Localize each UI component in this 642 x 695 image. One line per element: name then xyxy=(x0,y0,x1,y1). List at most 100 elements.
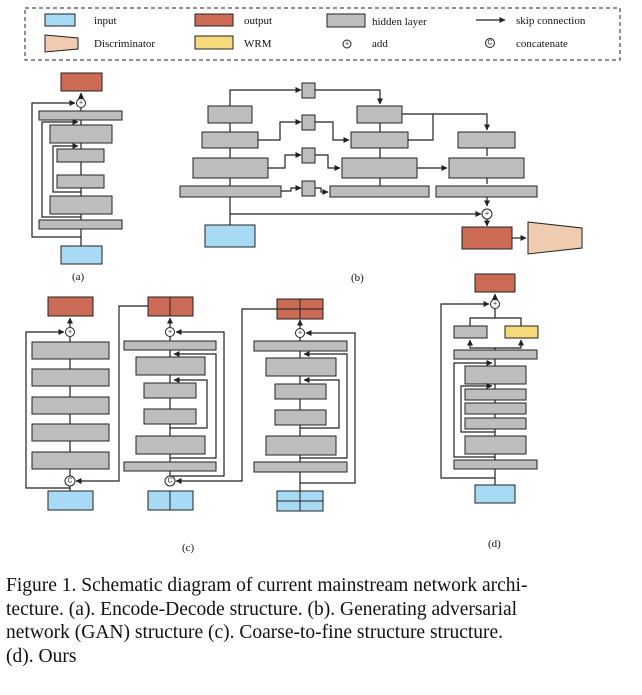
c1-hidden-2 xyxy=(31,368,110,387)
b-link-2a xyxy=(258,119,302,141)
a-hidden-2 xyxy=(49,124,113,144)
legend-hidden-label: hidden layer xyxy=(372,16,427,28)
d-add-node xyxy=(490,299,500,309)
c3-hidden-2 xyxy=(265,357,337,377)
c2-c3-link xyxy=(175,308,277,484)
c2-add-glyph: + xyxy=(168,329,172,336)
b-input-block xyxy=(204,224,256,248)
c3-hidden-6 xyxy=(253,461,348,473)
legend-output-swatch xyxy=(194,13,234,27)
panel-a-encode-decode: + (a) xyxy=(31,72,123,283)
d-hidden-branch xyxy=(453,325,488,339)
b-link-1a xyxy=(229,87,302,106)
b-dec1-3 xyxy=(341,157,418,179)
caption-line-4: (d). Ours xyxy=(6,645,77,667)
c2-hidden-5 xyxy=(135,435,206,455)
b-enc-2 xyxy=(201,131,259,149)
legend-input-label: input xyxy=(94,15,117,27)
d-hidden-4 xyxy=(464,402,527,415)
b-link-2b xyxy=(315,121,350,143)
legend-add-label: add xyxy=(372,38,388,50)
b-enc-3 xyxy=(192,157,269,179)
caption-line-3: network (GAN) structure (c). Coarse-to-f… xyxy=(6,622,504,643)
c3-add-glyph: + xyxy=(298,330,302,337)
d-to-wrm xyxy=(495,339,524,349)
legend-wrm-label: WRM xyxy=(244,38,272,50)
d-to-hidden-branch xyxy=(467,339,496,350)
c2-concat-node xyxy=(164,475,176,487)
d-wrm-block xyxy=(504,325,539,339)
legend-wrm-swatch xyxy=(194,35,234,50)
c1-concat-glyph: C xyxy=(67,478,72,485)
d-hidden-6 xyxy=(464,435,527,455)
caption-line-2: tecture. (a). Encode-Decode structure. (… xyxy=(6,598,518,620)
legend-concat-icon xyxy=(485,38,495,48)
panel-d-ours: + (d) xyxy=(440,273,539,550)
c2-skip-outer xyxy=(170,351,217,459)
b-enc-1 xyxy=(207,105,253,124)
b-skip-module-1 xyxy=(301,82,316,99)
a-hidden-1 xyxy=(38,110,123,121)
a-hidden-6 xyxy=(38,219,123,230)
a-skip-outer xyxy=(31,100,81,238)
panel-b-gan: + (b) xyxy=(179,82,583,284)
b-link-d1-d2-mid xyxy=(408,114,434,141)
b-output-block xyxy=(461,226,513,250)
legend-discriminator-label: Discriminator xyxy=(94,38,155,50)
a-add-node xyxy=(76,98,86,108)
b-panel-label: (b) xyxy=(351,272,364,284)
a-hidden-4 xyxy=(56,174,105,189)
b-enc-4 xyxy=(179,185,282,198)
d-panel-label: (d) xyxy=(488,538,501,550)
c3-input-grid xyxy=(277,491,323,511)
b-link-1b xyxy=(315,89,383,105)
c3-hidden-3 xyxy=(274,383,327,400)
b-dec1-4 xyxy=(329,185,430,198)
c3-skip-inner xyxy=(300,377,340,429)
c1-skip xyxy=(25,332,71,491)
c3-skip-outer xyxy=(300,351,348,459)
c1-c2-link xyxy=(75,305,148,484)
c1-input-block xyxy=(47,490,94,511)
d-hidden-7 xyxy=(453,459,538,470)
c3-add-node xyxy=(295,328,305,338)
c1-hidden-3 xyxy=(31,396,110,415)
c2-hidden-6 xyxy=(123,461,217,472)
b-link-4a xyxy=(281,185,302,192)
b-dec2-1 xyxy=(457,131,516,149)
legend-add-icon xyxy=(342,39,352,49)
b-skip-module-2 xyxy=(301,114,316,131)
c2-hidden-3 xyxy=(143,382,197,399)
d-hidden-2 xyxy=(464,365,527,385)
b-add-glyph: + xyxy=(485,211,489,218)
d-output-block xyxy=(474,273,516,293)
legend-concat-label: concatenate xyxy=(516,38,568,50)
legend: input output hidden layer skip connectio… xyxy=(24,7,621,61)
c-panel-label: (c) xyxy=(182,542,195,554)
c3-hidden-4 xyxy=(274,409,327,426)
c3-hidden-5 xyxy=(265,435,337,456)
c3-output-grid xyxy=(277,299,323,319)
legend-concat-glyph: C xyxy=(487,40,492,47)
legend-skip-label: skip connection xyxy=(516,15,586,27)
caption-line-1: Figure 1. Schematic diagram of current m… xyxy=(6,575,528,596)
d-hidden-3 xyxy=(464,388,527,401)
b-skip-module-3 xyxy=(301,147,316,164)
c2-hidden-2 xyxy=(135,356,206,376)
c2-hidden-1 xyxy=(123,340,217,351)
a-skip-mid xyxy=(41,119,81,218)
d-hidden-5 xyxy=(464,417,527,430)
c3-skip-global xyxy=(300,330,356,484)
c1-output-block xyxy=(47,296,94,317)
a-input-block xyxy=(60,245,103,265)
b-skip-module-4 xyxy=(301,180,316,197)
c2-hidden-4 xyxy=(143,408,197,425)
b-link-d1-d2-top xyxy=(402,113,490,131)
d-hidden-1 xyxy=(453,349,538,360)
d-input-block xyxy=(474,484,516,504)
a-hidden-3 xyxy=(56,148,105,163)
c2-skip-global xyxy=(170,329,225,477)
a-skip-inner xyxy=(52,143,81,193)
a-output-block xyxy=(60,72,103,92)
c1-hidden-1 xyxy=(31,341,110,360)
